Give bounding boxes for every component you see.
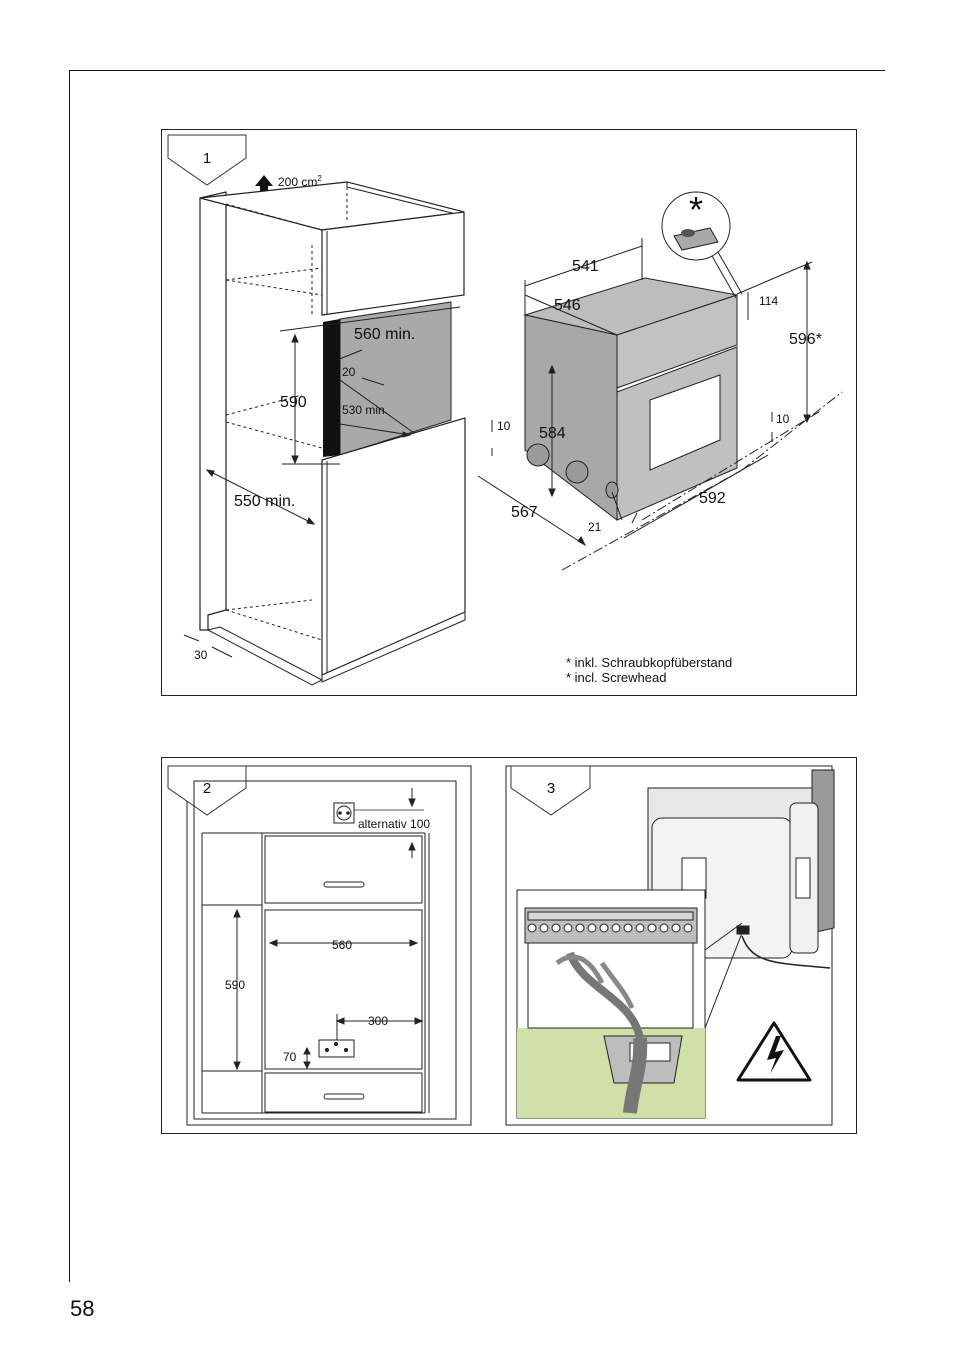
figure-2-frame bbox=[186, 765, 472, 1126]
cabinet-drawing bbox=[183, 181, 466, 686]
oven-foot-left-label: 10 bbox=[497, 419, 511, 433]
oven-depth-top-label: 541 bbox=[572, 258, 599, 275]
figure-2-tag-shape bbox=[167, 765, 247, 816]
footnote-de: * inkl. Schraubkopfüberstand bbox=[566, 655, 732, 670]
socket-offset-label: 300 bbox=[368, 1014, 388, 1028]
plinth-label: 30 bbox=[194, 648, 208, 662]
wall-width-label: 560 bbox=[332, 938, 352, 952]
figure-2-tag: 2 bbox=[203, 780, 211, 797]
star-symbol: * bbox=[689, 189, 703, 230]
niche-depth-label: 530 min. bbox=[342, 403, 388, 417]
cabinet-depth-label: 550 min. bbox=[234, 493, 295, 510]
socket-height-label: 70 bbox=[283, 1050, 297, 1064]
figure-1-drawing: 1 200 cm2 bbox=[167, 134, 843, 686]
svg-text:200 cm2: 200 cm2 bbox=[278, 174, 322, 189]
figure-3-tag: 3 bbox=[547, 780, 555, 797]
oven-drawing bbox=[477, 191, 843, 571]
oven-width-label: 592 bbox=[699, 490, 726, 507]
niche-height-label: 590 bbox=[280, 394, 307, 411]
oven-door-label: 21 bbox=[588, 520, 602, 534]
oven-height-label: 596* bbox=[789, 331, 822, 348]
top-rule bbox=[69, 70, 885, 71]
page-number: 58 bbox=[70, 1296, 95, 1321]
electric-warning-icon bbox=[736, 1021, 812, 1082]
figure-2-3-drawing: 2 bbox=[167, 765, 835, 1126]
figure-2-3-panel: 2 bbox=[161, 757, 857, 1134]
footnote-en: * incl. Screwhead bbox=[566, 670, 666, 685]
oven-depth-side-label: 567 bbox=[511, 504, 538, 521]
oven-body-height-label: 584 bbox=[539, 425, 566, 442]
oven-depth-body-label: 546 bbox=[554, 297, 581, 314]
oven-foot-right-label: 10 bbox=[776, 412, 790, 426]
figure-1-tag: 1 bbox=[203, 150, 211, 167]
niche-width-label: 560 min. bbox=[354, 326, 415, 343]
vent-arrow-icon bbox=[255, 175, 273, 192]
vent-label: 200 cm bbox=[278, 175, 317, 189]
socket-alt-label: alternativ 100 bbox=[358, 817, 430, 831]
wall-height-label: 590 bbox=[225, 978, 245, 992]
margin-rule bbox=[69, 70, 70, 1282]
figure-1-tag-shape bbox=[167, 134, 247, 186]
oven-top-panel-label: 114 bbox=[759, 294, 778, 308]
vent-sup: 2 bbox=[317, 174, 322, 183]
kitchen-wall-drawing bbox=[193, 780, 457, 1120]
niche-gap-label: 20 bbox=[342, 365, 356, 379]
figure-3-tag-shape bbox=[510, 765, 591, 816]
figure-1-panel: 1 200 cm2 bbox=[161, 129, 857, 696]
